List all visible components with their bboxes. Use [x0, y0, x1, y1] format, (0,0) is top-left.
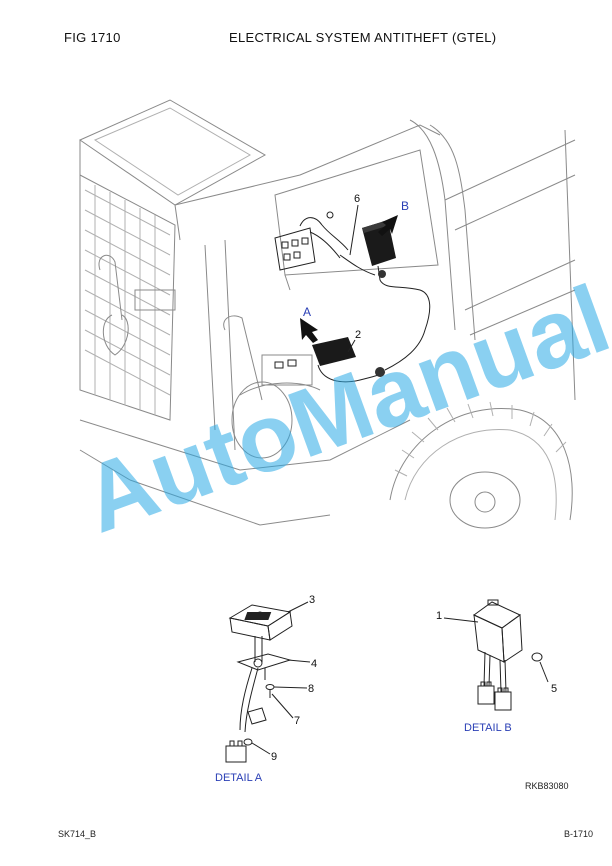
detail-b-label: DETAIL B — [464, 722, 512, 734]
callout-5: 5 — [551, 683, 557, 695]
callout-8: 8 — [308, 683, 314, 695]
detail-a-label: DETAIL A — [215, 772, 263, 784]
callout-2: 2 — [355, 329, 361, 341]
callout-7: 7 — [294, 715, 300, 727]
callout-3: 3 — [309, 594, 315, 606]
drawing-reference: RKB83080 — [525, 781, 569, 791]
watermark: AutoManual — [70, 265, 612, 553]
callout-a: A — [303, 305, 311, 319]
callout-9: 9 — [271, 751, 277, 763]
connector-block — [274, 211, 349, 271]
antitheft-module-installed — [362, 220, 431, 371]
callout-b: B — [401, 199, 409, 213]
page-number: B-1710 — [564, 829, 594, 839]
model-code: SK714_B — [58, 829, 97, 839]
figure-title: ELECTRICAL SYSTEM ANTITHEFT (GTEL) — [229, 30, 497, 45]
machine-illustration — [78, 99, 576, 529]
arrow-b-icon — [378, 215, 398, 236]
detail-a-drawing — [225, 601, 311, 763]
callout-6: 6 — [354, 193, 360, 205]
detail-b-drawing — [443, 599, 549, 711]
callout-4: 4 — [311, 658, 317, 670]
callout-1: 1 — [436, 610, 442, 622]
grill-mesh — [79, 174, 176, 421]
tyre — [389, 401, 573, 529]
arrow-a-icon — [300, 318, 318, 343]
figure-number: FIG 1710 — [64, 30, 121, 45]
key-switch-installed — [312, 337, 386, 383]
